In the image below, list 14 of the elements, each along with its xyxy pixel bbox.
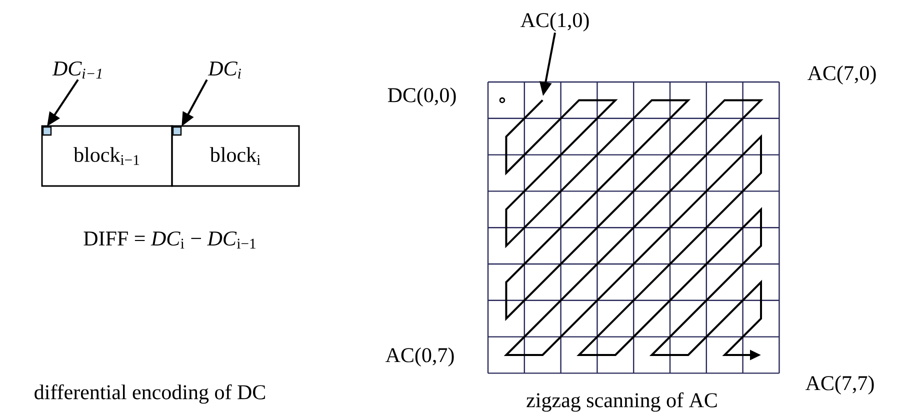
corner-label: DC(0,0) [388,87,456,107]
pointer-label: DC$_{i−1}$ [52,62,102,78]
pointer-label: AC(1,0) [520,12,589,32]
pointer-label: DC$_{i}$ [208,62,241,78]
block-box: block$_{i}$ [171,125,300,187]
corner-square [42,126,52,136]
caption: differential encoding of DC [34,384,265,404]
corner-label: AC(0,7) [386,347,454,367]
formula-text: DIFF = DC$_{i}$ − DC$_{i−1}$ [84,232,256,248]
corner-label: AC(7,0) [808,65,876,85]
caption: zigzag scanning of AC [526,392,717,412]
corner-square [172,126,182,136]
corner-label: AC(7,7) [806,375,874,395]
block-box: block$_{i−1}$ [41,125,173,187]
